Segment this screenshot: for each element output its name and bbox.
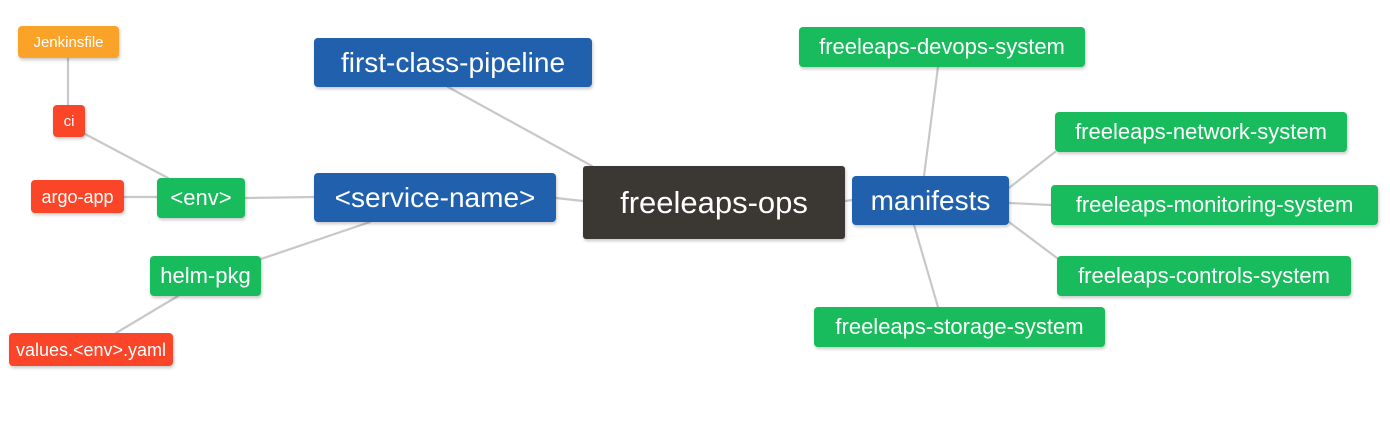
edge-helm-pkg-to-service-name	[259, 220, 372, 261]
edge-freeleaps-controls-system-to-manifests	[1007, 220, 1059, 260]
node-env[interactable]: <env>	[157, 178, 245, 218]
node-freeleaps-controls-system[interactable]: freeleaps-controls-system	[1057, 256, 1351, 296]
node-service-name[interactable]: <service-name>	[314, 173, 556, 222]
edge-ci-to-env	[83, 132, 170, 180]
node-values-env-yaml[interactable]: values.<env>.yaml	[9, 333, 173, 366]
node-label: freeleaps-network-system	[1075, 119, 1327, 144]
node-label: freeleaps-storage-system	[835, 314, 1084, 339]
edge-freeleaps-storage-system-to-manifests	[912, 223, 940, 309]
edge-freeleaps-network-system-to-manifests	[1007, 150, 1057, 190]
node-label: freeleaps-devops-system	[819, 34, 1065, 59]
node-first-class-pipeline[interactable]: first-class-pipeline	[314, 38, 592, 87]
node-argo-app[interactable]: argo-app	[31, 180, 124, 213]
node-label: ci	[63, 112, 75, 130]
edge-env-to-service-name	[243, 195, 316, 200]
edge-freeleaps-devops-system-to-manifests	[922, 65, 940, 178]
node-ci[interactable]: ci	[53, 105, 85, 137]
node-label: helm-pkg	[160, 263, 251, 288]
node-label: argo-app	[41, 186, 114, 207]
node-label: first-class-pipeline	[340, 46, 566, 78]
node-freeleaps-storage-system[interactable]: freeleaps-storage-system	[814, 307, 1105, 347]
node-manifests[interactable]: manifests	[852, 176, 1009, 225]
edge-values-env-yaml-to-helm-pkg	[114, 294, 180, 335]
node-label: freeleaps-controls-system	[1078, 263, 1330, 288]
edge-manifests-to-freeleaps-ops	[843, 198, 854, 203]
node-helm-pkg[interactable]: helm-pkg	[150, 256, 261, 296]
edge-first-class-pipeline-to-freeleaps-ops	[446, 85, 594, 168]
edge-service-name-to-freeleaps-ops	[554, 196, 585, 203]
node-freeleaps-network-system[interactable]: freeleaps-network-system	[1055, 112, 1347, 152]
node-label: manifests	[870, 184, 991, 216]
node-freeleaps-monitoring-system[interactable]: freeleaps-monitoring-system	[1051, 185, 1378, 225]
node-freeleaps-ops[interactable]: freeleaps-ops	[583, 166, 845, 239]
edge-freeleaps-monitoring-system-to-manifests	[1007, 201, 1053, 207]
node-label: <env>	[170, 185, 232, 210]
node-jenkinsfile[interactable]: Jenkinsfile	[18, 26, 119, 58]
node-label: freeleaps-ops	[620, 185, 808, 220]
node-freeleaps-devops-system[interactable]: freeleaps-devops-system	[799, 27, 1085, 67]
node-label: <service-name>	[334, 181, 536, 213]
node-label: Jenkinsfile	[33, 33, 104, 51]
node-label: freeleaps-monitoring-system	[1075, 192, 1354, 217]
node-label: values.<env>.yaml	[15, 339, 167, 360]
